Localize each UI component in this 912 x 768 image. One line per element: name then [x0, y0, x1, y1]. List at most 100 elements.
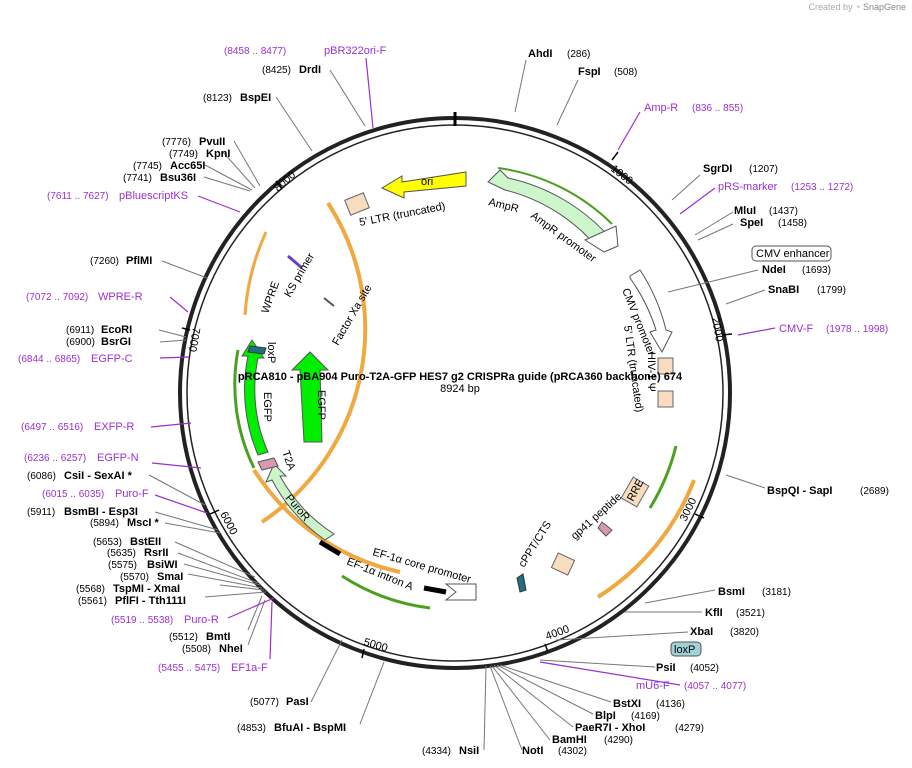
- site-xmai-pos: (5568): [76, 584, 105, 595]
- site-ndei-pos: (1693): [802, 265, 831, 276]
- site-smai: SmaI: [157, 571, 183, 583]
- cppt-marker: [516, 573, 527, 593]
- site-bstxi: BstXI: [613, 698, 641, 710]
- primer-wprer: WPRE-R: [98, 291, 143, 303]
- egfp-label-1: EGFP: [261, 392, 273, 422]
- ori-arrow: ori: [380, 171, 467, 199]
- primer-pbluescript-pos: (7611 .. 7627): [47, 191, 109, 202]
- t2a-marker: [257, 457, 279, 471]
- site-bsmi-pos: (3181): [762, 587, 791, 598]
- factor-xa-label: Factor Xa site: [330, 283, 374, 348]
- primer-puror-pos: (5519 .. 5538): [111, 615, 173, 626]
- site-acc65i-pos: (7745): [133, 161, 162, 172]
- site-ahdi: AhdI: [528, 48, 552, 60]
- ef1a-black-bar: [423, 585, 447, 595]
- primer-leader-lines: [150, 57, 776, 686]
- site-bmti: BmtI: [206, 631, 230, 643]
- primer-prs-pos: (1253 .. 1272): [791, 182, 853, 193]
- egfp-arrow-2: [290, 351, 330, 443]
- site-bspqi: BspQI - SapI: [767, 485, 832, 497]
- site-tth111i: PflFI - Tth111I: [115, 595, 186, 607]
- site-kpni: KpnI: [206, 148, 230, 160]
- puror-arrow: [265, 463, 335, 541]
- primer-egfpc: EGFP-C: [91, 353, 133, 365]
- site-csii-pos: (6086): [27, 471, 56, 482]
- ltr-box-right-2: [657, 390, 674, 408]
- site-nsii: NsiI: [459, 745, 479, 757]
- outer-orange-arcs: [243, 201, 696, 599]
- site-bmti-pos: (5512): [169, 632, 198, 643]
- primer-pbr322ori: pBR322ori-F: [324, 45, 387, 57]
- site-spei: SpeI: [740, 217, 763, 229]
- site-rsrii-pos: (5635): [107, 548, 136, 559]
- site-pasi-pos: (5077): [250, 697, 279, 708]
- site-kfli-pos: (3521): [736, 608, 765, 619]
- tick-7000: 7000: [186, 326, 202, 352]
- primer-egfpn-pos: (6236 .. 6257): [24, 453, 86, 464]
- site-bsiwi-pos: (5575): [108, 560, 137, 571]
- egfp-outline-arc: [233, 349, 256, 469]
- ampr-arrow: AmpR AmpR promoter: [487, 167, 619, 265]
- site-xbai-pos: (3820): [730, 627, 759, 638]
- primer-labels: (8458 .. 8477)pBR322ori-F Amp-R(836 .. 8…: [18, 45, 888, 692]
- site-noti: NotI: [522, 745, 543, 757]
- site-csii: CsiI - SexAI *: [64, 470, 133, 482]
- site-xhoi: PaeR7I - XhoI: [575, 722, 645, 734]
- primer-puror: Puro-R: [184, 614, 219, 626]
- site-smai-pos: (5570): [120, 572, 149, 583]
- t2a-label: T2A: [279, 449, 297, 473]
- ks-primer-marker: [287, 254, 303, 270]
- site-xmai: TspMI - XmaI: [113, 583, 180, 595]
- ef1a-intron-arc: [341, 574, 431, 610]
- site-nhei: NheI: [219, 643, 243, 655]
- site-bsteii: BstEII: [130, 536, 161, 548]
- rre-box: [620, 476, 650, 508]
- primer-mu6f-pos: (4057 .. 4077): [684, 681, 746, 692]
- site-pflmi: PflMI: [126, 255, 152, 267]
- site-nsii-pos: (4334): [422, 746, 451, 757]
- primer-pbluescript: pBluescriptKS: [119, 190, 188, 202]
- site-ahdi-pos: (286): [567, 49, 590, 60]
- site-ndei: NdeI: [762, 264, 786, 276]
- factor-xa-marker: [323, 297, 335, 307]
- site-bspei: BspEI: [240, 92, 271, 104]
- site-pasi: PasI: [286, 696, 309, 708]
- ks-primer-label: KS primer: [282, 251, 317, 300]
- primer-pbr322ori-pos: (8458 .. 8477): [224, 46, 286, 57]
- snapgene-logo-icon: ◔: [855, 2, 861, 12]
- loxp-marker: [247, 345, 267, 355]
- site-msci: MscI *: [127, 517, 160, 529]
- site-kfli: KflI: [705, 607, 723, 619]
- site-bsmbi: BsmBI - Esp3I: [64, 506, 138, 518]
- site-kpni-pos: (7749): [169, 149, 198, 160]
- site-rsrii: RsrII: [144, 547, 168, 559]
- watermark: Created by ◔ SnapGene: [808, 2, 906, 12]
- site-spei-pos: (1458): [778, 218, 807, 229]
- site-bsmbi-pos: (5911): [27, 507, 55, 518]
- site-fspi-pos: (508): [614, 67, 637, 78]
- site-bsu36i: Bsu36I: [160, 172, 196, 184]
- primer-exfpr-pos: (6497 .. 6516): [21, 422, 83, 433]
- loxp-label: loxP: [265, 342, 277, 363]
- egfp-label-2: EGFP: [315, 390, 327, 420]
- ltr-label-top: 5' LTR (truncated): [358, 200, 446, 228]
- primer-prs: pRS-marker: [718, 181, 778, 193]
- tick-marks: [181, 151, 733, 659]
- site-bsrgi: BsrGI: [101, 336, 131, 348]
- site-psii-pos: (4052): [690, 663, 719, 674]
- primer-ef1af-pos: (5455 .. 5475): [158, 663, 220, 674]
- site-xhoi-pos: (4279): [675, 723, 704, 734]
- watermark-prefix: Created by: [808, 2, 853, 12]
- primer-purof-pos: (6015 .. 6035): [42, 489, 104, 500]
- site-xbai: XbaI: [690, 626, 713, 638]
- site-noti-pos: (4302): [558, 746, 587, 757]
- site-pvuii: PvuII: [199, 136, 225, 148]
- site-bfuai: BfuAI - BspMI: [274, 722, 346, 734]
- site-blpi-pos: (4169): [631, 711, 660, 722]
- black-bar-bottom: [318, 539, 342, 557]
- map-length: 8924 bp: [440, 383, 480, 395]
- site-snabi-pos: (1799): [817, 285, 846, 296]
- primer-purof: Puro-F: [115, 488, 149, 500]
- site-bsrgi-pos: (6900): [66, 337, 95, 348]
